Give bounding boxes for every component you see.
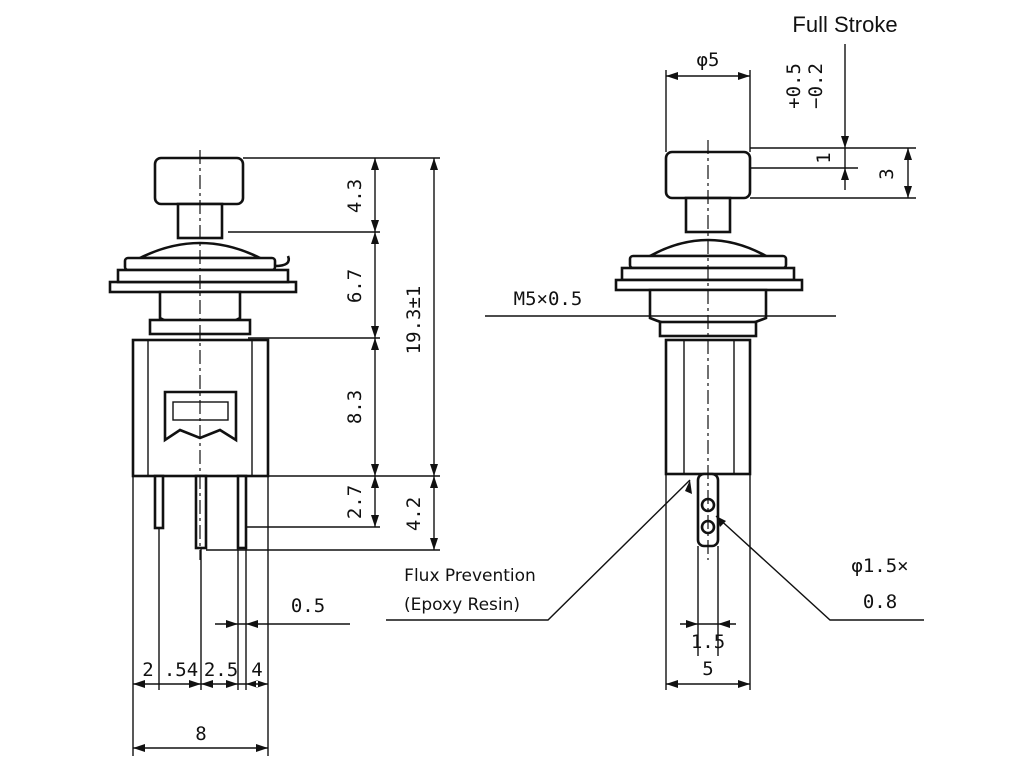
dim-hole-dia: φ1.5× (851, 555, 908, 577)
front-window (163, 390, 238, 443)
dim-stroke: 1 (813, 152, 835, 163)
hole-callout: φ1.5× 0.8 (715, 515, 924, 621)
dim-cap-diameter: φ5 (697, 49, 720, 71)
full-stroke-label: Full Stroke (792, 12, 897, 37)
front-terminal-center (194, 474, 208, 550)
side-view (614, 140, 804, 560)
flux-note-line1: Flux Prevention (404, 566, 536, 586)
dim-bushing-height: 6.7 (344, 269, 366, 303)
dim-body-height: 8.3 (344, 390, 366, 424)
dim-cap-height: 4.3 (344, 179, 366, 213)
dim-stroke-tol-minus: −0.2 (805, 63, 827, 109)
dim-hole-dia-2: 0.8 (863, 591, 897, 613)
thread-callout: M5×0.5 (485, 288, 836, 317)
dim-cap-travel: 3 (876, 168, 898, 179)
front-view (108, 150, 298, 560)
side-panel-plate (614, 278, 804, 292)
dim-pitch-c: 2.5 (204, 659, 238, 681)
dim-terminal-gap: 1.5 (691, 631, 725, 653)
dim-pitch-a: 2 (142, 659, 153, 681)
front-vertical-dims: 4.3 6.7 8.3 2.7 19.3±1 4.2 (206, 157, 440, 551)
front-terminal-right (236, 474, 248, 550)
front-horizontal-dims: 0.5 2 .54 2.5 4 8 (132, 476, 350, 756)
dim-body-width: 5 (702, 658, 713, 680)
dim-overall-width: 8 (195, 723, 206, 745)
dim-terminal-width: 0.5 (291, 595, 325, 617)
dim-stroke-tol-plus: +0.5 (783, 63, 805, 109)
front-hex-nut (116, 268, 290, 284)
dim-terminal-offset: 2.7 (344, 485, 366, 519)
dim-pitch-d: 4 (251, 659, 262, 681)
dim-thread: M5×0.5 (514, 288, 583, 310)
front-washer-tab (274, 255, 290, 268)
side-top-dims: φ5 Full Stroke +0.5 −0.2 1 3 (665, 12, 916, 199)
dim-terminal-length: 4.2 (403, 497, 425, 531)
flux-note-line2: (Epoxy Resin) (404, 595, 520, 615)
side-bottom-dims: 1.5 5 (665, 474, 751, 690)
flux-callout: Flux Prevention (Epoxy Resin) (386, 479, 692, 621)
front-cap (153, 156, 245, 206)
front-panel-plate (108, 280, 298, 294)
dim-overall-height: 19.3±1 (403, 286, 425, 355)
dim-pitch-b: .54 (164, 659, 198, 681)
front-terminal-left (153, 474, 165, 530)
